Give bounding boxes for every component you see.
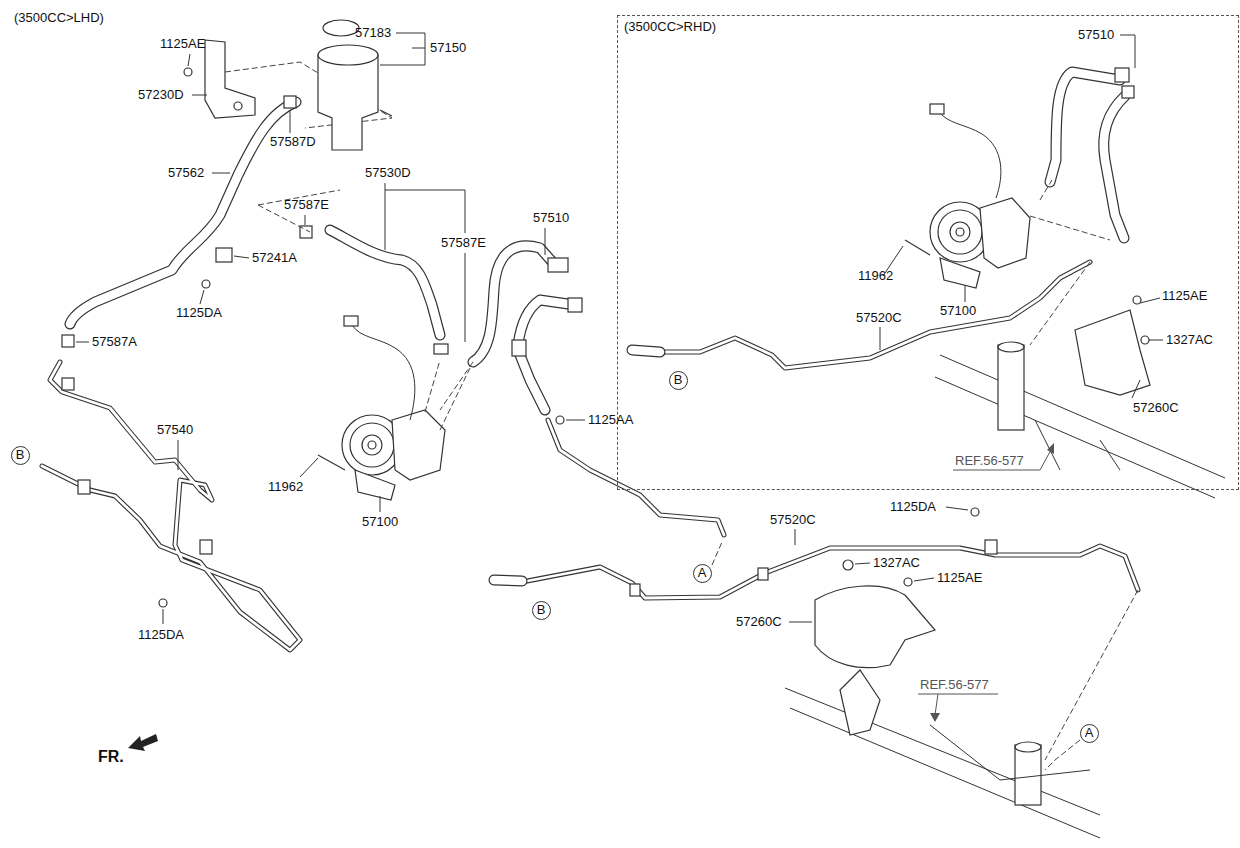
part-number: 57230D [138, 87, 184, 103]
part-number: 57260C [1133, 400, 1179, 416]
part-number: 57587E [284, 197, 329, 213]
reference-circle: B [11, 446, 30, 465]
part-number: 1327AC [873, 555, 920, 571]
part-number: 11962 [858, 268, 893, 284]
reference-circle: A [1080, 724, 1099, 743]
reference-note: REF.56-577 [920, 677, 989, 693]
part-number: 1125DA [138, 627, 184, 643]
part-number: 1125DA [176, 305, 222, 321]
part-number: 57520C [770, 512, 816, 528]
reference-note: REF.56-577 [955, 453, 1024, 469]
part-number: 57520C [856, 310, 902, 326]
part-number: 57530D [365, 165, 411, 181]
part-number: 1125AA [588, 412, 633, 428]
reference-letter: B [16, 447, 25, 463]
part-number: 57510 [1078, 27, 1114, 43]
part-number: 1125AE [160, 36, 205, 52]
reference-letter: A [1085, 725, 1094, 741]
part-number: 57587E [441, 235, 486, 251]
reference-circle: B [532, 601, 551, 620]
part-number: 57510 [533, 210, 569, 226]
part-number: 57100 [362, 514, 398, 530]
reference-circle: B [669, 371, 688, 390]
reference-circle: A [693, 564, 712, 583]
front-indicator: FR. [98, 749, 124, 765]
diagram-title: (3500CC>LHD) [14, 10, 104, 26]
part-number: 1125AE [937, 570, 982, 586]
part-number: 57260C [736, 614, 782, 630]
part-number: 57183 [355, 25, 391, 41]
part-number: 57587A [92, 334, 137, 350]
part-number: 57562 [168, 165, 204, 181]
part-number: 57150 [430, 40, 466, 56]
reference-letter: B [674, 372, 683, 388]
reference-letter: A [698, 565, 707, 581]
variant-region: (3500CC>RHD) B [617, 15, 1239, 490]
part-number: 1327AC [1166, 332, 1213, 348]
region-heading: (3500CC>RHD) [624, 19, 1232, 35]
reference-letter: B [537, 602, 546, 618]
part-number: 57540 [157, 422, 193, 438]
part-number: 57587D [270, 134, 316, 150]
part-number: 11962 [268, 479, 303, 495]
part-number: 57241A [252, 250, 297, 266]
part-number: 1125AE [1162, 288, 1207, 304]
part-number: 1125DA [890, 499, 936, 515]
part-number: 57100 [940, 303, 976, 319]
